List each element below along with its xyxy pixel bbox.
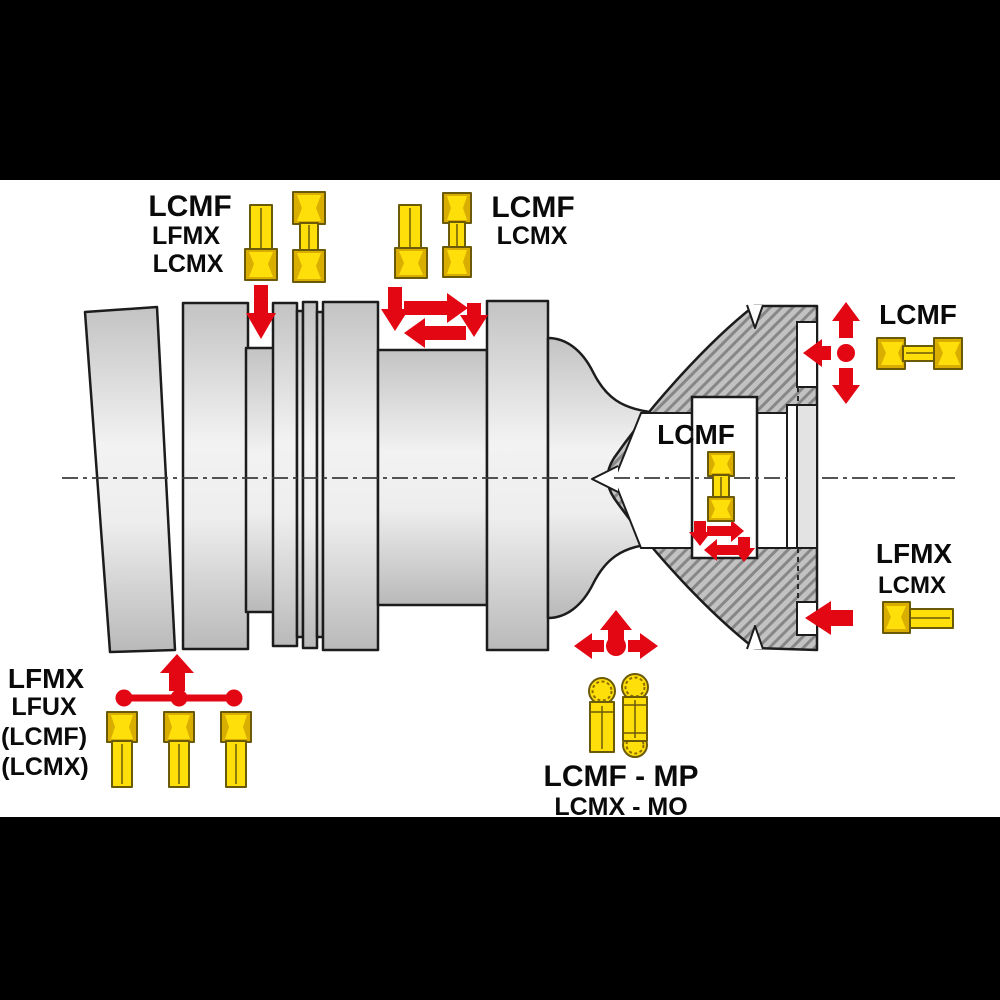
insert-round-tip-double	[621, 673, 649, 758]
insert-round-tip	[588, 677, 616, 753]
chuck-end-disc	[83, 305, 177, 654]
insert-blade	[244, 204, 278, 281]
break-mark-top	[746, 304, 764, 329]
plunge-arrow-down	[381, 287, 409, 331]
slot-arrow-down	[689, 521, 711, 546]
rail-dot	[115, 689, 133, 707]
bore-back-face	[796, 404, 818, 549]
face-arrow-down	[832, 368, 860, 404]
face-groove-strip	[786, 404, 798, 549]
feed-arrow-right	[404, 293, 468, 323]
plunge-arrow-down	[460, 303, 488, 337]
insert-blade-inverted	[106, 711, 138, 788]
label-bottom-left-lcmf: (LCMF)	[0, 723, 88, 751]
label-top-center-lcmf: LCMF	[491, 191, 575, 224]
profile-arrow-left	[574, 633, 604, 659]
label-bottom-center-mp: LCMF - MP	[543, 760, 699, 793]
label-right-lower-lcmx: LCMX	[878, 572, 946, 599]
label-top-left-lfmx: LFMX	[151, 222, 221, 250]
label-bottom-left-lfux: LFUX	[11, 693, 77, 721]
inserts	[106, 191, 963, 788]
shoulder-block	[181, 301, 250, 651]
insert-dogbone	[292, 191, 326, 283]
band	[271, 301, 299, 648]
face-arrow-left	[803, 339, 831, 367]
label-top-center-lcmx: LCMX	[496, 222, 568, 250]
insert-dogbone	[442, 192, 472, 278]
label-bottom-left-lfmx: LFMX	[7, 663, 85, 694]
insert-dogbone-horizontal	[876, 337, 963, 370]
label-bottom-center-mo: LCMX - MO	[554, 793, 688, 821]
plunge-arrow-down	[246, 285, 276, 339]
label-bottom-left-lcmx: (LCMX)	[1, 753, 89, 781]
insert-blade	[394, 204, 428, 279]
center-dot	[837, 344, 855, 362]
diagram-canvas: LCMF LFMX LCMX LCMF LCMX LCMF LCMF LFMX …	[0, 180, 1000, 821]
band	[301, 300, 319, 650]
slot-arrow-down	[733, 537, 755, 562]
break-mark-bottom	[746, 625, 764, 650]
insert-dogbone-internal	[707, 451, 735, 522]
label-right-lower-lfmx: LFMX	[875, 538, 953, 569]
break-mark-tip	[591, 465, 619, 493]
grooving-application-diagram	[62, 191, 963, 788]
label-top-left-lcmx: LCMX	[152, 250, 224, 278]
rail-dot	[225, 689, 243, 707]
feed-arrows	[115, 285, 860, 707]
label-right-lcmf: LCMF	[879, 299, 957, 330]
insert-blade-inverted	[220, 711, 252, 788]
label-top-left-lcmf: LCMF	[148, 190, 232, 223]
slot-arrow-left	[704, 539, 741, 561]
label-bore-lcmf: LCMF	[657, 419, 735, 450]
insert-blade-inverted	[163, 711, 195, 788]
profile-arrow-up	[600, 610, 632, 640]
face-arrow-up	[832, 302, 860, 338]
recessed-groove-neck	[244, 346, 277, 614]
profile-arrow-right	[628, 633, 658, 659]
feed-arrow-left	[404, 318, 466, 348]
center-dot	[606, 636, 626, 656]
plunge-arrow-up	[160, 654, 194, 691]
slot-arrow-right	[707, 520, 744, 542]
workpiece	[83, 299, 702, 654]
large-cylinder	[485, 299, 550, 652]
band	[321, 300, 380, 652]
insert-face-grooving	[882, 601, 954, 634]
rail-dot	[170, 689, 188, 707]
face-groove-arrow-left	[805, 601, 853, 635]
